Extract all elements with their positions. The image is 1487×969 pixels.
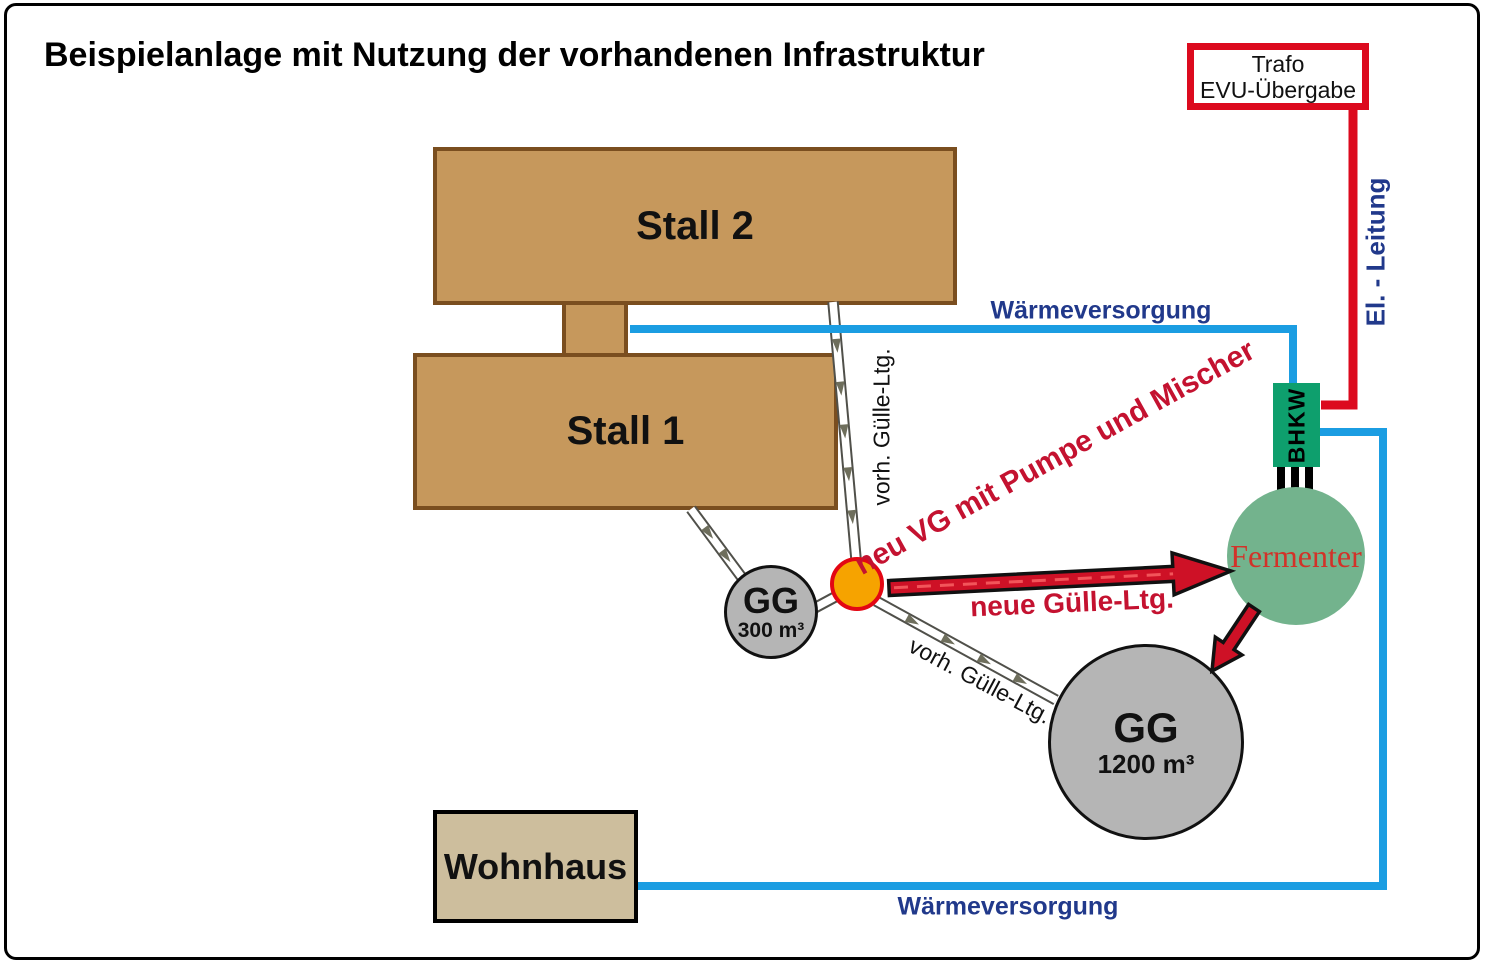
bhkw-box: BHKW xyxy=(1273,383,1320,467)
building-stall1: Stall 1 xyxy=(413,353,838,510)
diagram-title: Beispielanlage mit Nutzung der vorhanden… xyxy=(44,36,985,74)
diagram-border xyxy=(4,3,1480,960)
trafo-label-line1: Trafo xyxy=(1251,50,1305,77)
fermenter-circle: Fermenter xyxy=(1227,487,1365,625)
stall2-label: Stall 2 xyxy=(636,203,754,248)
waermeversorgung-bottom-label: Wärmeversorgung xyxy=(897,892,1119,921)
stall1-label: Stall 1 xyxy=(566,409,685,453)
trafo-box: Trafo EVU-Übergabe xyxy=(1187,43,1369,110)
stall-connector xyxy=(562,296,628,360)
gg1200-capacity: 1200 m³ xyxy=(1097,748,1195,779)
vorh-guelle-ltg-vertical-label: vorh. Gülle-Ltg. xyxy=(868,348,895,506)
storage-gg300: GG 300 m³ xyxy=(724,565,818,659)
fermenter-label: Fermenter xyxy=(1230,537,1362,574)
waermeversorgung-top-label: Wärmeversorgung xyxy=(990,296,1212,325)
trafo-label-line2: EVU-Übergabe xyxy=(1200,76,1356,103)
gg300-label: GG xyxy=(742,579,799,621)
bhkw-label: BHKW xyxy=(1283,387,1310,463)
wohnhaus-label: Wohnhaus xyxy=(443,845,628,887)
building-stall2: Stall 2 xyxy=(433,147,957,305)
gg1200-label: GG xyxy=(1113,703,1179,751)
el-leitung-label: El. - Leitung xyxy=(1360,177,1391,327)
storage-gg1200: GG 1200 m³ xyxy=(1048,644,1244,840)
building-wohnhaus: Wohnhaus xyxy=(433,810,638,923)
gg300-capacity: 300 m³ xyxy=(737,619,805,643)
